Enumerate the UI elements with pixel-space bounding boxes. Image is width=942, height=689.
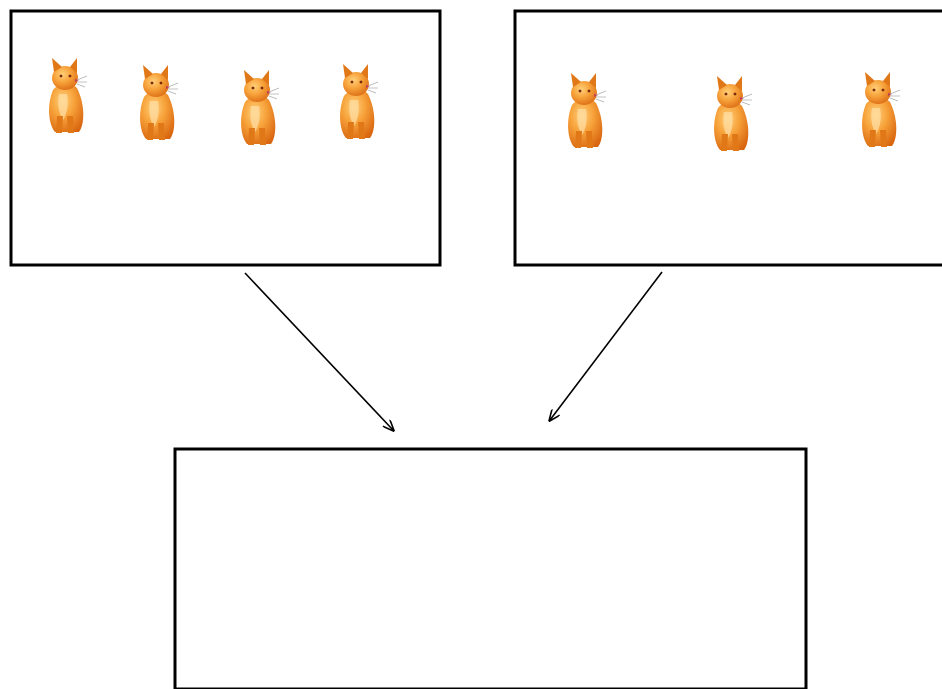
result-box (173, 447, 808, 689)
arrow-left-to-result (244, 272, 393, 430)
left-group-box (9, 9, 442, 267)
arrow-right-to-result (550, 271, 663, 420)
